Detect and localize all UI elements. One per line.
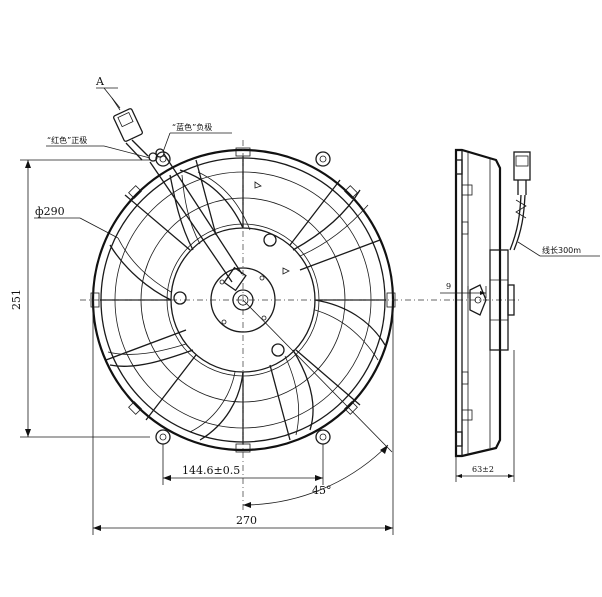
width-label: 270 xyxy=(236,514,257,527)
blue-negative-label: “蓝色”负极 xyxy=(172,122,212,132)
angle-label: 45° xyxy=(312,484,332,497)
diameter-label: ф290 xyxy=(35,205,65,218)
red-positive-label: “红色”正极 xyxy=(47,135,87,145)
depth-label: 63±2 xyxy=(472,465,494,474)
wire-length-label: 线长300m xyxy=(542,245,581,255)
fan-blades xyxy=(107,169,386,441)
front-view xyxy=(80,97,520,510)
callout-a-label: A xyxy=(95,75,105,88)
side-annotations: 线长300m 9 63±2 xyxy=(440,241,600,482)
side-view xyxy=(454,148,531,458)
offset-label: 9 xyxy=(446,282,451,291)
hole-spacing-label: 144.6±0.5 xyxy=(182,464,240,477)
wire-harness xyxy=(148,148,247,292)
annotations: A “红色”正极 “蓝色”负极 ф290 251 144.6±0.5 45° xyxy=(10,75,394,535)
height-label: 251 xyxy=(10,289,23,310)
connector xyxy=(111,97,149,161)
